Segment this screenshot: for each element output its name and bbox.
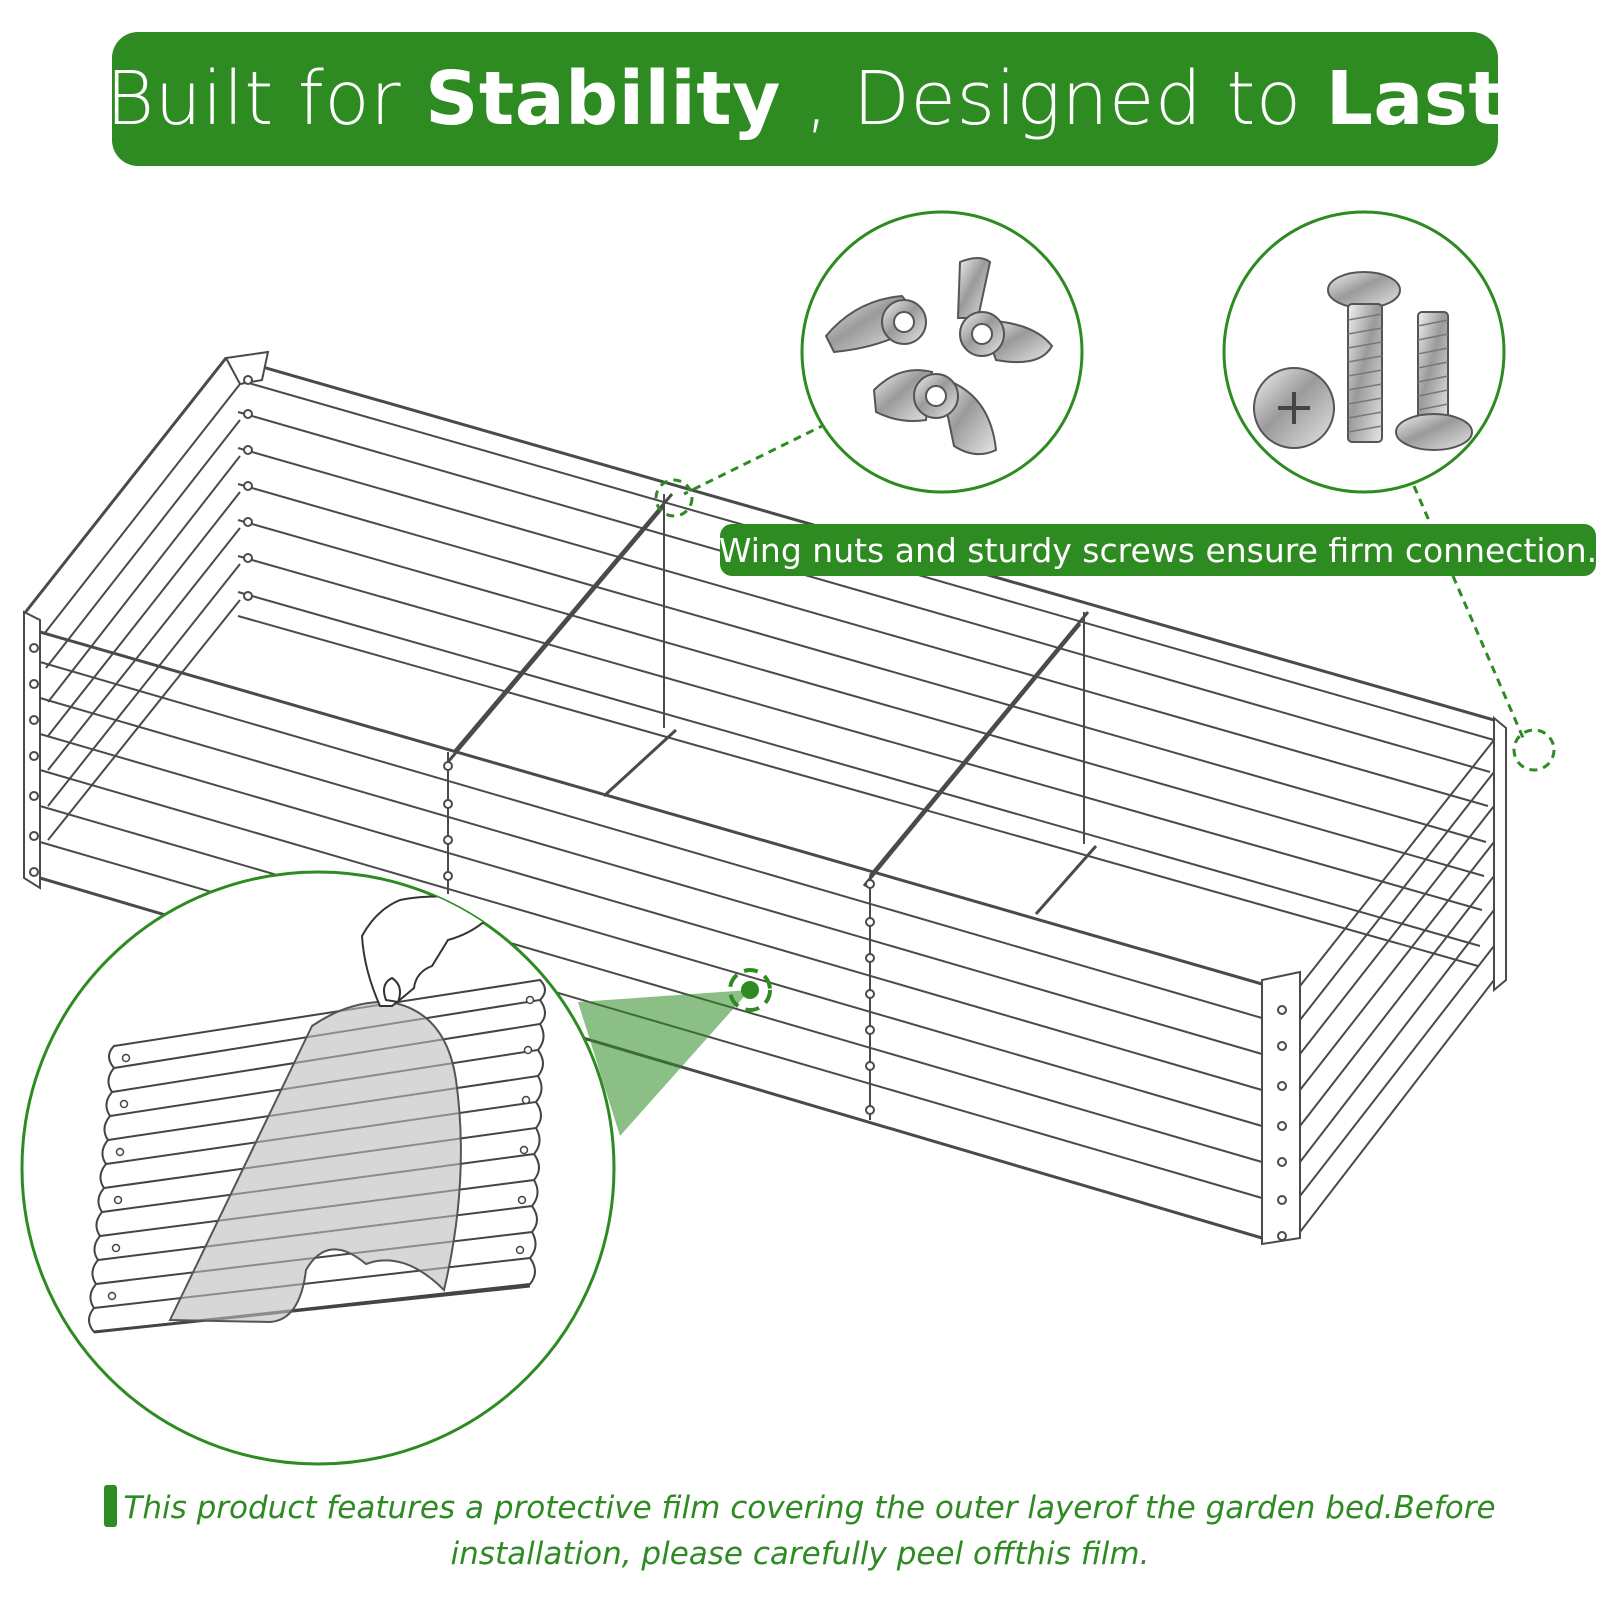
bed-right-wall: [1299, 739, 1495, 1233]
notice-text-1: This product features a protective film …: [123, 1490, 1496, 1526]
screw-dots: [29, 375, 1287, 1241]
header-text-part3: , Designed to: [804, 56, 1302, 142]
wing-nut-icon: [824, 257, 1054, 456]
cross-braces: [446, 493, 1098, 915]
film-magnifier: [20, 870, 616, 1466]
wing-nut-detail: [800, 210, 1084, 494]
notice-line-2: installation, please carefully peel offt…: [450, 1536, 1150, 1572]
callout-text: Wing nuts and sturdy screws ensure firm …: [718, 530, 1598, 570]
header-text-part1: Built for: [105, 56, 402, 142]
zoom-cone: [578, 990, 750, 1136]
header-banner: Built for Stability , Designed to Last: [106, 32, 1504, 166]
screw-icon: [1253, 271, 1473, 451]
notice-line-1: This product features a protective film …: [0, 1485, 1600, 1531]
connection-callout: Wing nuts and sturdy screws ensure firm …: [718, 524, 1598, 576]
film-notice: This product features a protective film …: [0, 1485, 1600, 1577]
screws-detail: [1222, 210, 1506, 494]
target-marker-icon: [728, 968, 772, 1012]
header-text-last: Last: [1325, 56, 1505, 142]
header-text-stability: Stability: [425, 56, 781, 142]
notice-bar: [104, 1485, 118, 1527]
bed-left-wall: [22, 350, 270, 890]
